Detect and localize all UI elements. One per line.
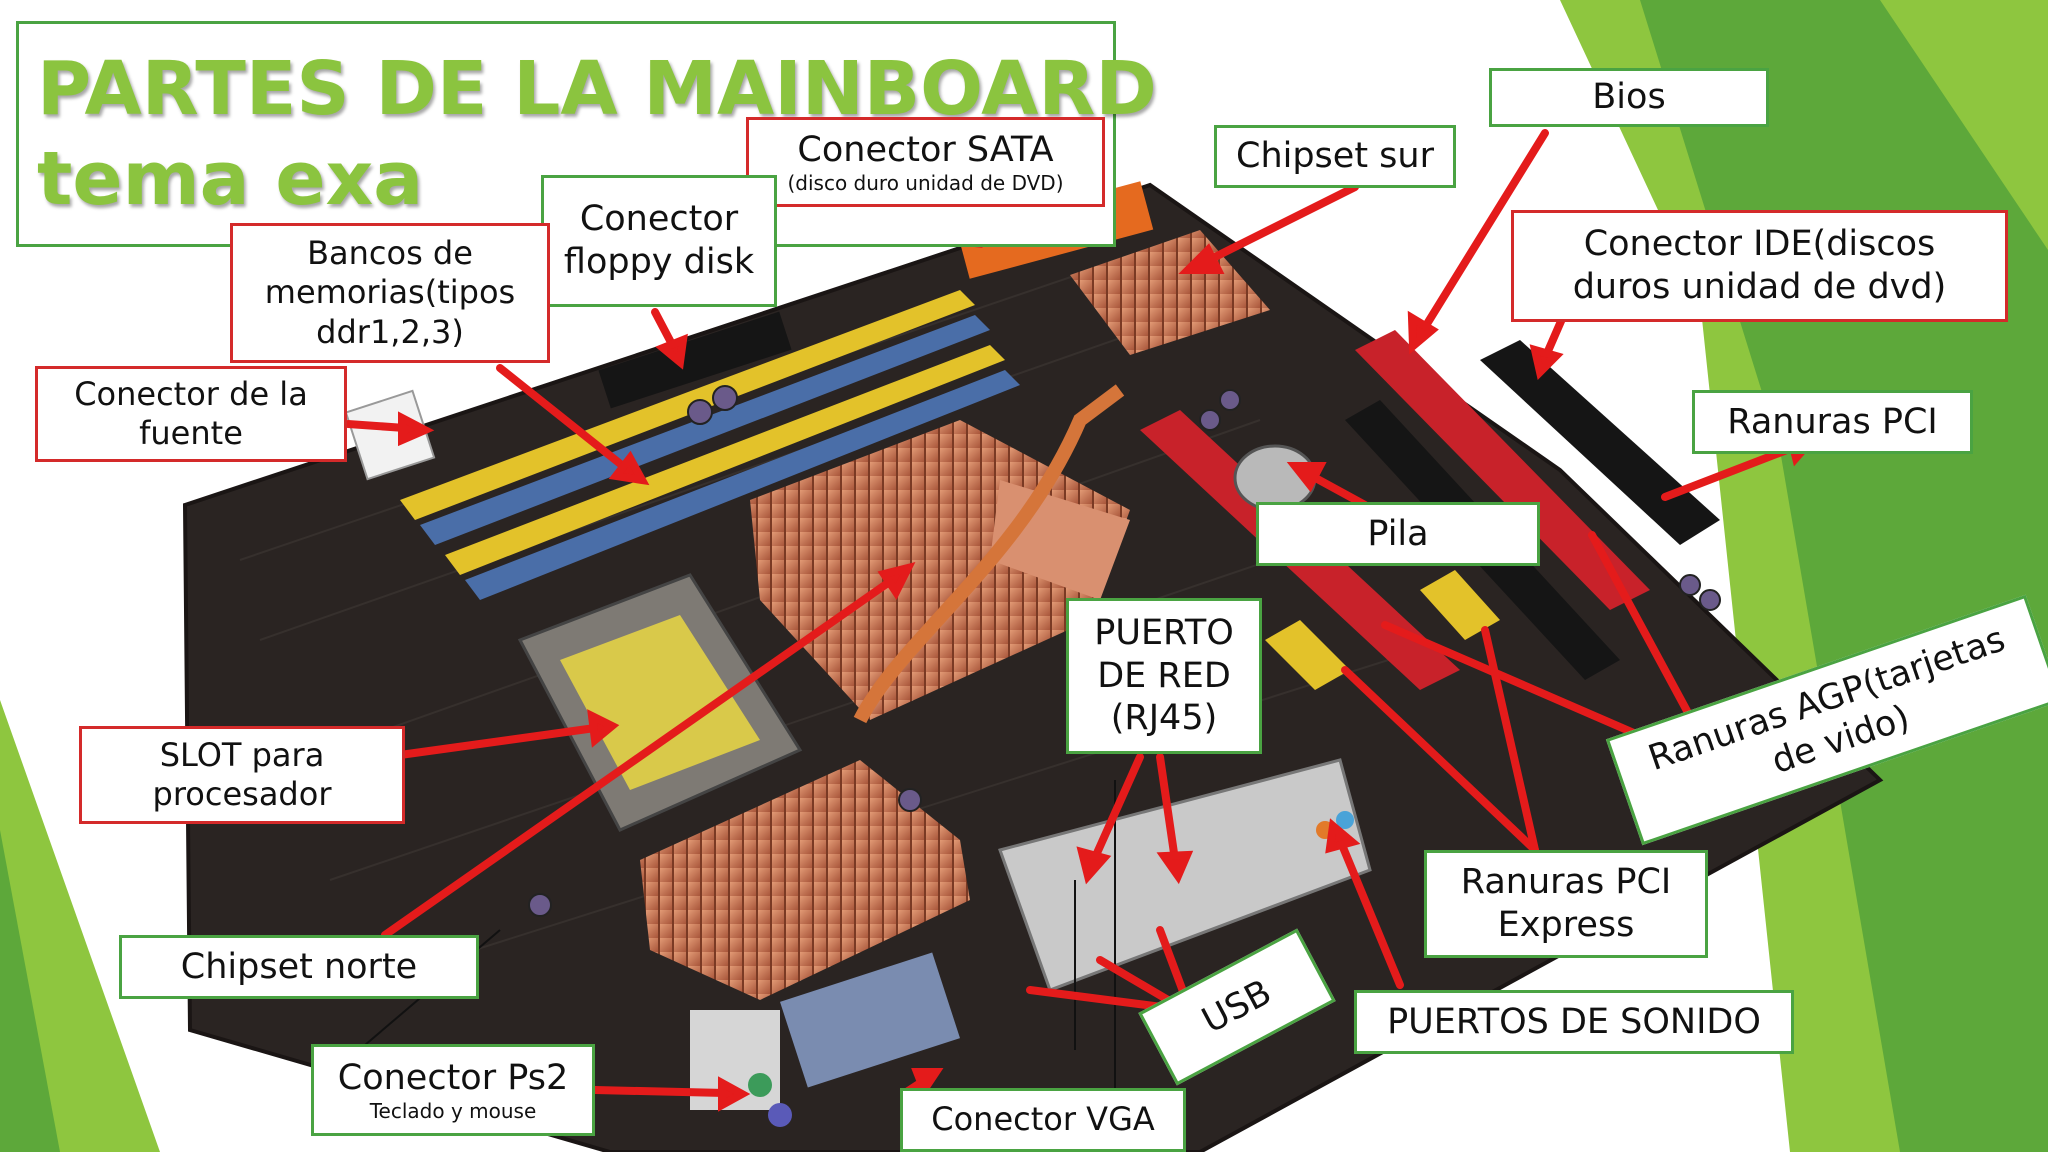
- label-ranuras-pci-express: Ranuras PCI Express: [1424, 850, 1708, 958]
- label-conector-ps2-main: Conector Ps2: [337, 1057, 569, 1098]
- green-shape-bottom-left: [0, 700, 160, 1152]
- io-panel: [998, 758, 1372, 992]
- southbridge-heatsink: [1070, 230, 1270, 355]
- label-puerto-red: PUERTO DE RED (RJ45): [1066, 598, 1262, 754]
- label-conector-sata-sub: (disco duro unidad de DVD): [787, 171, 1064, 196]
- slide-subtitle: tema exa: [37, 136, 424, 222]
- label-conector-sata-main: Conector SATA: [797, 129, 1054, 170]
- label-conector-ide: Conector IDE(discos duros unidad de dvd): [1511, 210, 2008, 322]
- label-conector-vga: Conector VGA: [900, 1088, 1186, 1152]
- label-conector-fuente: Conector de la fuente: [35, 366, 347, 462]
- label-bios: Bios: [1489, 68, 1769, 127]
- label-conector-floppy: Conector floppy disk: [541, 175, 777, 307]
- label-chipset-norte: Chipset norte: [119, 935, 479, 999]
- label-bancos-memorias: Bancos de memorias(tipos ddr1,2,3): [230, 223, 550, 363]
- label-slot-procesador: SLOT para procesador: [79, 726, 405, 824]
- label-puertos-sonido: PUERTOS DE SONIDO: [1354, 990, 1794, 1054]
- memory-slot: [400, 290, 975, 520]
- label-chipset-sur: Chipset sur: [1214, 125, 1456, 188]
- vrm-heatsink: [640, 760, 970, 1000]
- label-ranuras-pci: Ranuras PCI: [1692, 390, 1973, 454]
- green-shape-left: [0, 830, 60, 1152]
- atx-power: [344, 389, 436, 481]
- label-conector-sata: Conector SATA (disco duro unidad de DVD): [746, 117, 1105, 207]
- label-conector-ps2-sub: Teclado y mouse: [369, 1099, 537, 1124]
- label-conector-ps2: Conector Ps2 Teclado y mouse: [311, 1044, 595, 1136]
- label-pila: Pila: [1256, 502, 1540, 566]
